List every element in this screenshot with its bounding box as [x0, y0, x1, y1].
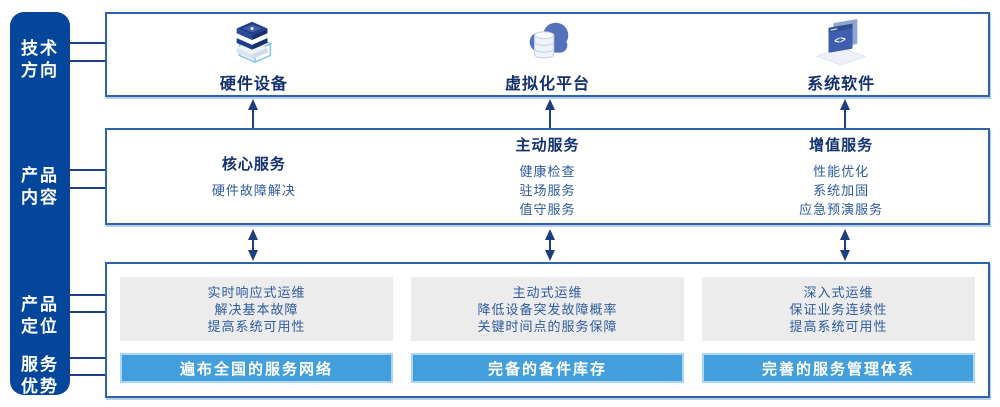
- connector-line: [66, 374, 107, 376]
- position-column-proactive: 主动式运维 降低设备突发故障概率 关键时间点的服务保障 完备的备件库存: [411, 277, 684, 383]
- positioning-box: 深入式运维 保证业务连续性 提高系统可用性: [702, 277, 975, 342]
- service-column-value-added: 增值服务 性能优化 系统加固 应急预演服务: [694, 130, 988, 223]
- connector-line: [66, 294, 107, 296]
- double-arrow: [545, 229, 555, 261]
- connector-line: [66, 169, 107, 171]
- tech-label-hardware: 硬件设备: [219, 75, 288, 93]
- service-title: 核心服务: [221, 156, 286, 173]
- up-arrow: [248, 99, 258, 128]
- connector-line: [66, 357, 107, 359]
- service-column-core: 核心服务 硬件故障解决: [107, 130, 401, 223]
- double-arrow: [840, 229, 850, 261]
- service-item: 性能优化: [813, 164, 870, 179]
- positioning-line: 深入式运维: [803, 284, 874, 300]
- positioning-line: 降低设备突发故障概率: [477, 301, 618, 317]
- connector-line: [66, 42, 107, 44]
- positioning-line: 实时响应式运维: [207, 284, 306, 300]
- positioning-box: 实时响应式运维 解决基本故障 提高系统可用性: [120, 277, 393, 342]
- product-content-box: 核心服务 硬件故障解决 主动服务 健康检查 驻场服务 值守服务 增值服务 性能优…: [105, 128, 990, 225]
- service-title: 主动服务: [515, 137, 580, 154]
- service-title: 增值服务: [809, 137, 874, 154]
- product-position-box: 实时响应式运维 解决基本故障 提高系统可用性 遍布全国的服务网络 主动式运维 降…: [105, 262, 990, 398]
- double-arrow: [248, 229, 258, 261]
- server-stack-icon: [227, 16, 281, 66]
- tech-label-system-software: 系统软件: [807, 75, 876, 93]
- service-item: 系统加固: [813, 183, 870, 198]
- up-arrow: [545, 99, 555, 128]
- positioning-line: 提高系统可用性: [207, 318, 306, 334]
- positioning-line: 解决基本故障: [214, 301, 299, 317]
- service-item: 应急预演服务: [799, 202, 884, 217]
- tech-label-virtualization: 虚拟化平台: [505, 75, 591, 93]
- service-item: 驻场服务: [519, 183, 576, 198]
- advantage-bar: 遍布全国的服务网络: [120, 353, 393, 383]
- connector-line: [66, 311, 107, 313]
- service-item: 健康检查: [519, 164, 576, 179]
- cloud-database-icon: [520, 16, 576, 66]
- positioning-line: 主动式运维: [512, 284, 583, 300]
- position-column-realtime: 实时响应式运维 解决基本故障 提高系统可用性 遍布全国的服务网络: [120, 277, 393, 383]
- advantage-bar: 完善的服务管理体系: [702, 353, 975, 383]
- sidebar-label-product-position: 产品 定位: [21, 295, 59, 336]
- connector-line: [66, 60, 107, 62]
- sidebar-label-service-advantage: 服务 优势: [21, 355, 59, 396]
- sidebar-label-tech-direction: 技术 方向: [21, 39, 59, 80]
- positioning-line: 提高系统可用性: [789, 318, 888, 334]
- tech-cell-system-software: <> 系统软件: [694, 16, 988, 94]
- connector-line: [66, 187, 107, 189]
- sidebar: 技术 方向 产品 内容 产品 定位 服务 优势: [10, 12, 70, 396]
- up-arrow: [840, 99, 850, 128]
- svg-text:<>: <>: [834, 34, 846, 47]
- service-item: 硬件故障解决: [211, 183, 296, 198]
- position-column-deep: 深入式运维 保证业务连续性 提高系统可用性 完善的服务管理体系: [702, 277, 975, 383]
- tech-cell-virtualization: 虚拟化平台: [401, 16, 695, 94]
- positioning-line: 保证业务连续性: [789, 301, 888, 317]
- tech-direction-box: 硬件设备 虚拟化平台: [105, 12, 990, 97]
- service-item: 值守服务: [519, 202, 576, 217]
- positioning-line: 关键时间点的服务保障: [477, 318, 618, 334]
- code-window-icon: <>: [814, 16, 868, 66]
- advantage-bar: 完备的备件库存: [411, 353, 684, 383]
- sidebar-label-product-content: 产品 内容: [21, 166, 59, 207]
- service-column-proactive: 主动服务 健康检查 驻场服务 值守服务: [401, 130, 695, 223]
- tech-cell-hardware: 硬件设备: [107, 16, 401, 94]
- positioning-box: 主动式运维 降低设备突发故障概率 关键时间点的服务保障: [411, 277, 684, 342]
